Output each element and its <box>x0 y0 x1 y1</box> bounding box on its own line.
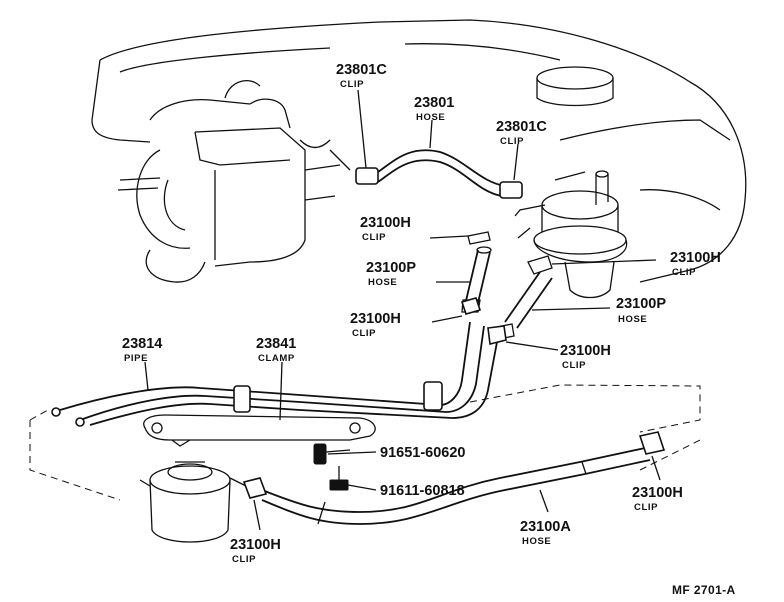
hose-23801 <box>355 149 523 199</box>
label-23841-clamp: 23841 CLAMP <box>256 336 296 364</box>
label-part-name: HOSE <box>522 536 551 547</box>
label-part-name: CLIP <box>352 328 376 339</box>
label-part-name: CLIP <box>634 502 658 513</box>
label-23100h-clip-filter: 23100H CLIP <box>230 537 281 565</box>
fuel-pump <box>514 170 628 299</box>
hose-23100a <box>261 447 651 525</box>
label-23100h-clip-upper: 23100H CLIP <box>360 215 411 243</box>
label-23100h-clip-mid: 23100H CLIP <box>350 311 401 339</box>
label-part-name: CLIP <box>362 232 386 243</box>
label-23100h-clip-lower-right: 23100H CLIP <box>560 343 611 371</box>
label-23801c-upper-left: 23801C CLIP <box>336 62 387 90</box>
label-part-name: HOSE <box>416 112 445 123</box>
bolt-91611 <box>329 466 349 491</box>
label-part-number: 23100H <box>632 485 683 501</box>
label-part-name: HOSE <box>368 277 397 288</box>
hose-23100p-left <box>461 231 492 313</box>
label-part-number: 91651-60620 <box>380 445 465 461</box>
dashed-guides <box>29 384 701 501</box>
label-part-number: 23100H <box>230 537 281 553</box>
bolt-91651 <box>313 443 351 465</box>
label-91651-bolt: 91651-60620 <box>380 445 465 461</box>
label-part-number: 23100A <box>520 519 571 535</box>
label-23100h-clip-pump: 23100H CLIP <box>670 250 721 278</box>
label-part-name: CLIP <box>672 267 696 278</box>
label-part-number: 23814 <box>122 336 162 352</box>
fuel-filter <box>139 461 247 543</box>
label-part-number: 23100P <box>616 296 666 312</box>
label-part-number: 23100H <box>670 250 721 266</box>
label-part-number: 23801C <box>336 62 387 78</box>
label-part-number: 23801 <box>414 95 454 111</box>
label-part-name: CLIP <box>340 79 364 90</box>
leader-lines <box>144 89 661 531</box>
label-part-name: CLIP <box>232 554 256 565</box>
label-part-number: 23841 <box>256 336 296 352</box>
label-23814-pipe: 23814 PIPE <box>122 336 162 364</box>
label-part-number: 23100P <box>366 260 416 276</box>
label-23100h-clip-right: 23100H CLIP <box>632 485 683 513</box>
label-23100a-hose: 23100A HOSE <box>520 519 571 547</box>
label-part-name: CLIP <box>562 360 586 371</box>
label-23100p-hose-right: 23100P HOSE <box>616 296 666 325</box>
label-part-name: HOSE <box>618 314 647 325</box>
clamp-23841 <box>143 381 443 447</box>
label-23100p-hose-left: 23100P HOSE <box>366 260 416 288</box>
label-part-name: PIPE <box>124 353 148 364</box>
figure-reference: MF 2701-A <box>672 583 736 597</box>
label-23801c-upper-right: 23801C CLIP <box>496 119 547 147</box>
label-part-number: 91611-60818 <box>380 483 465 499</box>
engine-outline <box>91 19 747 283</box>
label-part-name: CLIP <box>500 136 524 147</box>
pipe-23814 <box>51 321 498 427</box>
label-part-number: 23100H <box>350 311 401 327</box>
label-part-number: 23100H <box>560 343 611 359</box>
label-23801-hose: 23801 HOSE <box>414 95 454 123</box>
label-part-number: 23100H <box>360 215 411 231</box>
label-part-name: CLAMP <box>258 353 295 364</box>
label-91611-bolt: 91611-60818 <box>380 483 465 499</box>
clips <box>242 297 666 499</box>
label-part-number: 23801C <box>496 119 547 135</box>
